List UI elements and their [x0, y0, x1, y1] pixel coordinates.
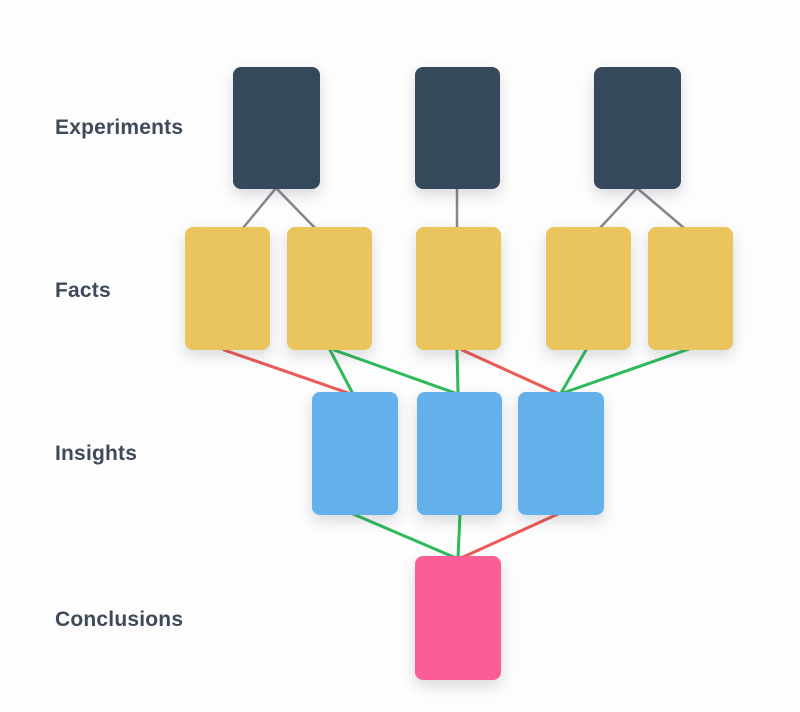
edge-insight-3-to-conclusion-1: [459, 512, 560, 560]
edge-experiment-3-to-fact-4: [598, 186, 639, 230]
edge-fact-5-to-insight-3: [561, 347, 691, 395]
edge-fact-1-to-insight-1: [222, 348, 353, 396]
edge-experiment-3-to-fact-5: [635, 186, 686, 230]
edge-experiment-1-to-fact-2: [274, 186, 317, 230]
row-label-experiments: Experiments: [55, 116, 184, 139]
edge-fact-2-to-insight-2: [332, 348, 457, 395]
edge-fact-2-to-insight-1: [328, 348, 355, 396]
edge-fact-3-to-insight-2: [455, 348, 460, 395]
row-label-insights: Insights: [55, 442, 138, 465]
edge-insight-2-to-conclusion-1: [456, 512, 462, 560]
edge-insight-1-to-conclusion-1: [351, 512, 458, 560]
edge-fact-4-to-insight-3: [559, 348, 588, 395]
edge-experiment-1-to-fact-1: [241, 186, 278, 230]
row-label-conclusions: Conclusions: [55, 608, 184, 631]
row-label-facts: Facts: [55, 279, 111, 302]
edge-fact-3-to-insight-3: [460, 348, 561, 396]
